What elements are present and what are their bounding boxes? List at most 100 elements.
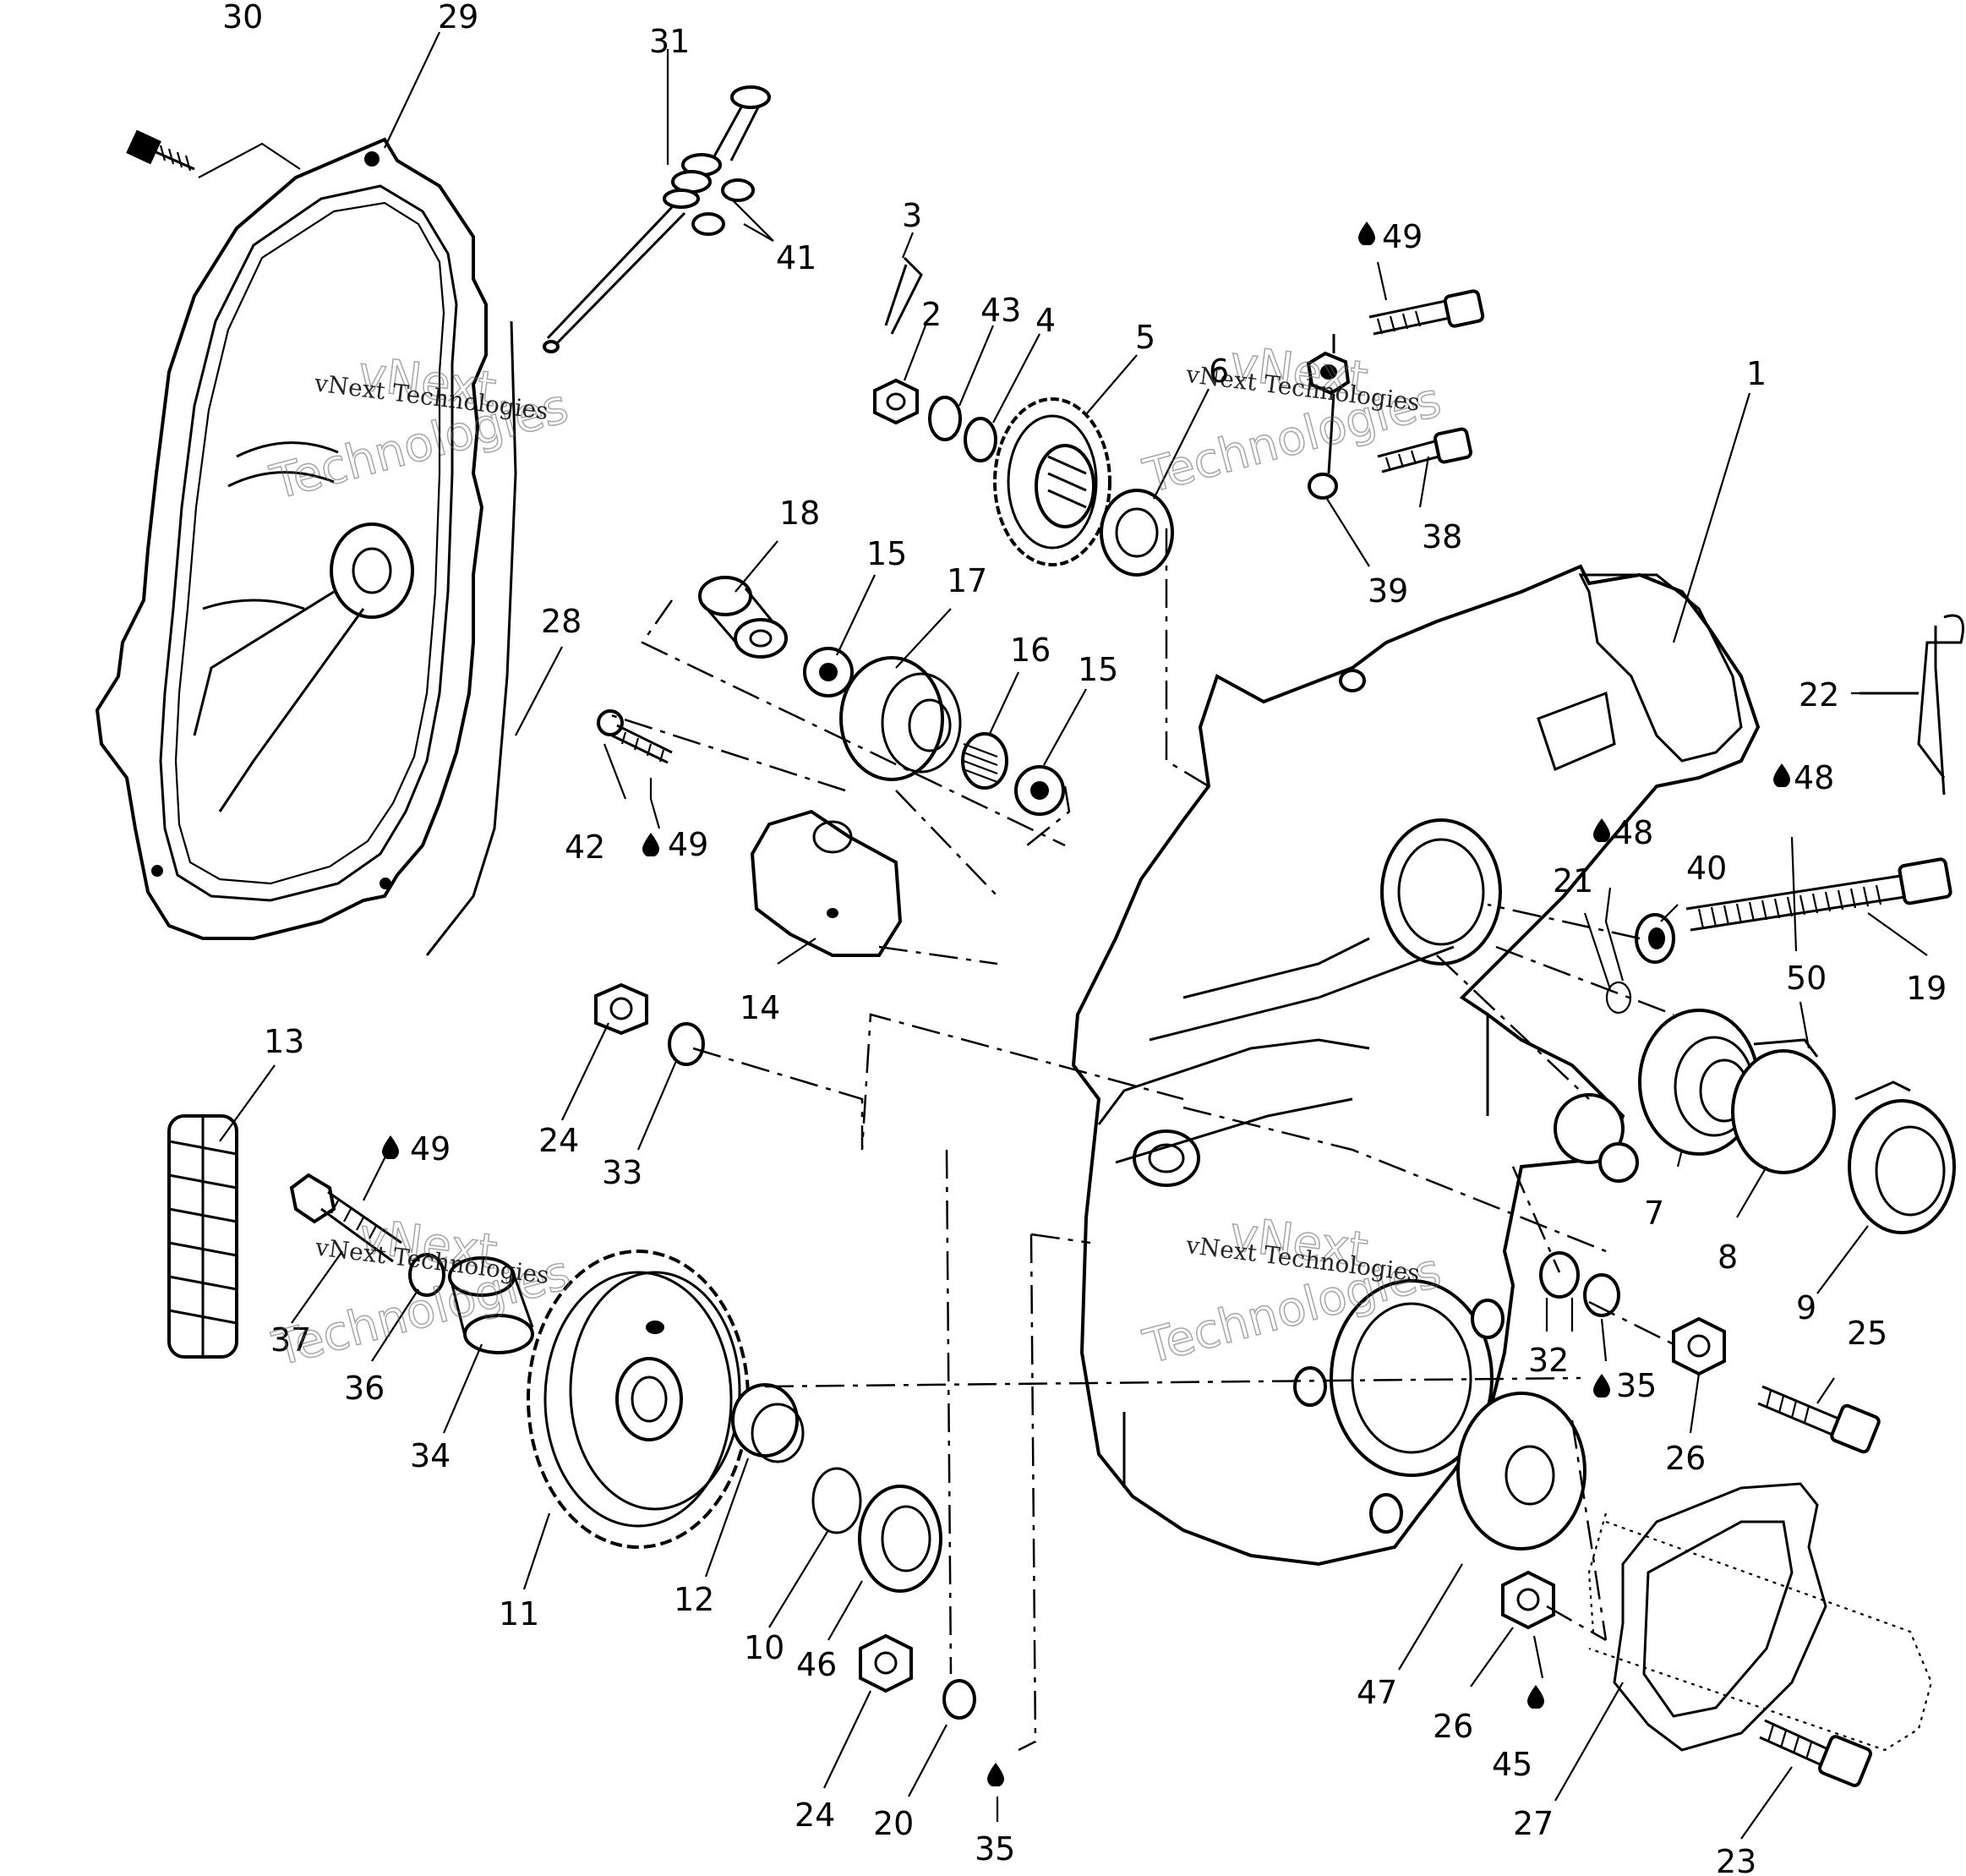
nut-top-right xyxy=(1306,351,1351,396)
tensioner-block-14 xyxy=(750,809,903,957)
watermark-top-right: vNext Technologies vNext Technologies xyxy=(1137,336,1447,506)
washer-20 xyxy=(942,1679,976,1720)
callout-38: 38 xyxy=(1422,518,1462,555)
chaincase-cover xyxy=(95,137,488,940)
oil-drop-icon xyxy=(1773,763,1790,787)
callout-41: 41 xyxy=(776,239,816,276)
callout-15-right: 15 xyxy=(1078,651,1118,688)
callout-22: 22 xyxy=(1799,676,1839,714)
needle-bearing-16 xyxy=(961,732,1008,790)
castle-nut-2 xyxy=(873,378,919,425)
callout-13: 13 xyxy=(264,1023,304,1060)
callout-24-top: 24 xyxy=(538,1122,579,1159)
callout-29: 29 xyxy=(438,0,478,36)
assembly-centerlines xyxy=(608,528,1674,1752)
leader-lines xyxy=(198,31,1928,1840)
callout-36: 36 xyxy=(344,1370,385,1407)
clip-22 xyxy=(1860,614,1964,796)
oil-drop-icon xyxy=(642,833,659,856)
nut-26a xyxy=(1672,1316,1726,1376)
callout-26-lower: 26 xyxy=(1433,1708,1473,1745)
washer-47 xyxy=(1456,1392,1586,1551)
oil-drop-icon xyxy=(1358,222,1375,245)
callout-8: 8 xyxy=(1718,1239,1738,1276)
washer-33 xyxy=(668,1022,705,1066)
screw-49-top xyxy=(1368,289,1485,336)
callout-43: 43 xyxy=(980,292,1021,329)
callout-23: 23 xyxy=(1716,1843,1756,1876)
nut-24a xyxy=(594,982,648,1036)
oil-drop-icon xyxy=(1593,1374,1610,1397)
callout-35-right: 35 xyxy=(1616,1367,1657,1404)
callout-24-bottom: 24 xyxy=(795,1797,835,1834)
washer-43 xyxy=(928,396,962,441)
callout-4: 4 xyxy=(1035,302,1056,339)
callout-10: 10 xyxy=(744,1629,784,1666)
callout-49-top: 49 xyxy=(1382,218,1423,255)
oil-drop-icon xyxy=(1527,1685,1544,1709)
oil-drop-icon xyxy=(382,1135,399,1159)
washer-39 xyxy=(1308,473,1338,500)
nut-24b xyxy=(859,1633,913,1693)
callout-42: 42 xyxy=(565,829,605,866)
dipstick-31 xyxy=(543,85,771,353)
leader-screw-stack xyxy=(1327,334,1335,474)
callout-16: 16 xyxy=(1010,632,1051,669)
spacer-12 xyxy=(731,1383,805,1463)
callout-28: 28 xyxy=(541,603,582,640)
chaincase-housing-1 xyxy=(1071,564,1761,1567)
bearing-6 xyxy=(1100,489,1174,577)
clip-tab xyxy=(1854,1080,1911,1101)
callout-6: 6 xyxy=(1209,353,1229,390)
callout-39: 39 xyxy=(1368,572,1408,610)
sprocket-11 xyxy=(527,1250,750,1549)
circlip-8 xyxy=(1731,1049,1836,1174)
callout-45: 45 xyxy=(1492,1746,1532,1783)
spacer-34 xyxy=(448,1256,534,1354)
nut-26b xyxy=(1501,1570,1555,1630)
callout-49-mid: 49 xyxy=(668,826,708,863)
callout-7: 7 xyxy=(1644,1195,1664,1232)
callout-2: 2 xyxy=(921,296,942,333)
callout-48-right: 48 xyxy=(1794,759,1834,796)
bolt-25 xyxy=(1757,1385,1881,1454)
callout-14: 14 xyxy=(740,989,780,1026)
callout-31: 31 xyxy=(649,23,690,60)
callout-49-lower: 49 xyxy=(410,1130,451,1168)
callout-32: 32 xyxy=(1528,1342,1569,1379)
callout-27: 27 xyxy=(1513,1805,1554,1842)
callout-21: 21 xyxy=(1553,862,1593,900)
washer-4 xyxy=(964,417,997,462)
callout-37: 37 xyxy=(270,1321,311,1359)
callout-35-bottom: 35 xyxy=(975,1830,1015,1868)
chain-13 xyxy=(167,1114,238,1359)
bolt-30 xyxy=(126,129,195,172)
callout-50: 50 xyxy=(1786,960,1827,997)
adjuster-screw-19 xyxy=(1685,857,1952,932)
callout-26-upper: 26 xyxy=(1665,1440,1706,1477)
nut-40 xyxy=(1635,913,1675,964)
callout-34: 34 xyxy=(410,1437,451,1474)
callout-30: 30 xyxy=(222,0,263,36)
washer-32a xyxy=(1539,1251,1580,1299)
callout-20: 20 xyxy=(873,1805,914,1842)
callout-labels: 30 29 31 41 3 2 43 4 5 6 49 38 39 1 18 1… xyxy=(222,0,1947,1876)
gasket-28 xyxy=(425,320,517,956)
bolt-42 xyxy=(597,709,673,764)
bolt-37 xyxy=(289,1173,402,1263)
o-ring-41a xyxy=(721,178,755,202)
callout-46: 46 xyxy=(796,1646,837,1683)
sprocket-5 xyxy=(993,397,1111,566)
callout-9: 9 xyxy=(1796,1289,1816,1326)
callout-18: 18 xyxy=(779,495,820,532)
washer-15a xyxy=(803,647,854,697)
callout-11: 11 xyxy=(499,1595,539,1633)
callout-5: 5 xyxy=(1135,319,1155,356)
roller-17 xyxy=(839,656,962,781)
bolt-23 xyxy=(1759,1719,1872,1787)
shaft-dotted xyxy=(1587,1512,1933,1752)
cotter-pin-3 xyxy=(884,256,923,335)
screw-38 xyxy=(1377,427,1473,473)
callout-33: 33 xyxy=(602,1154,642,1191)
